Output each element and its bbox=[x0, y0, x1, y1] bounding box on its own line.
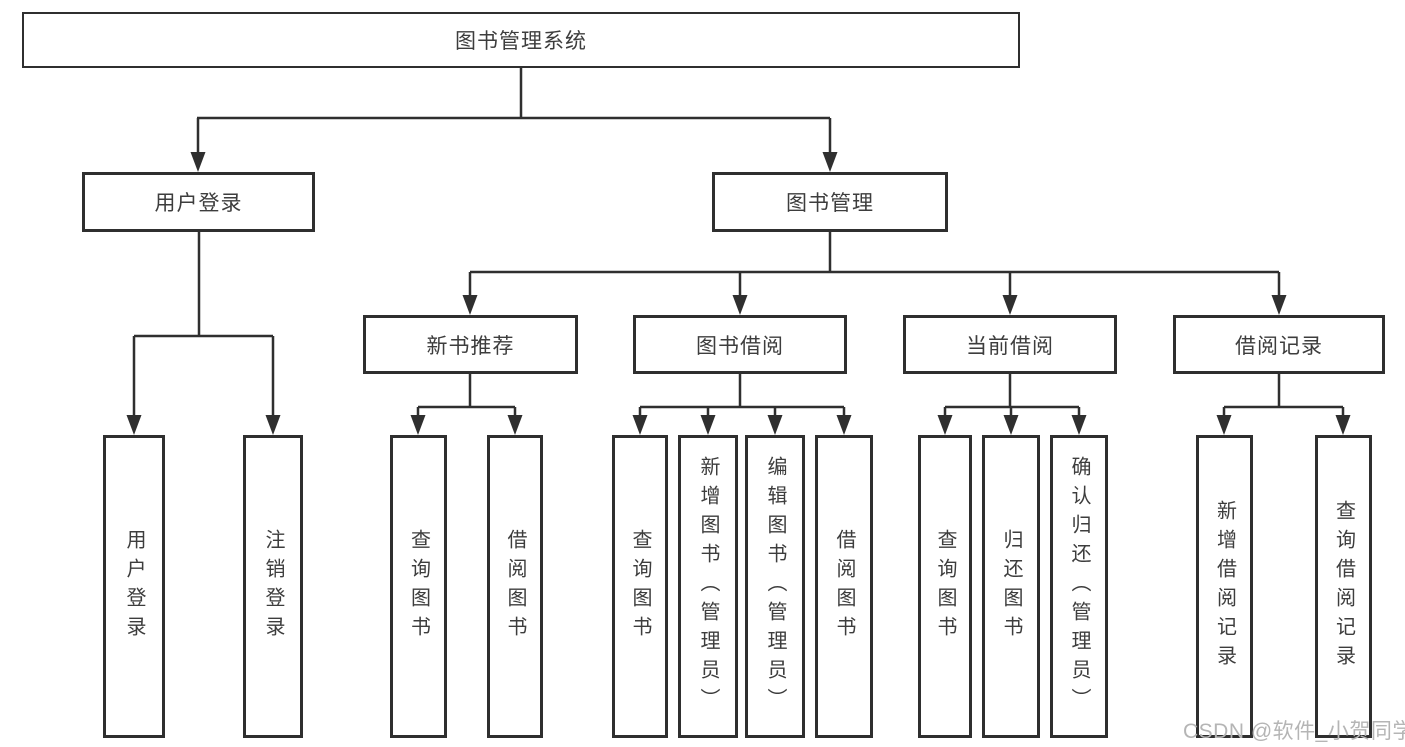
node-label: 图书借阅 bbox=[696, 334, 784, 358]
leaf-label: 查询图书 bbox=[629, 528, 651, 645]
leaf-label: 查询图书 bbox=[934, 528, 956, 645]
node-label: 用户登录 bbox=[154, 192, 243, 215]
node-book-borrowing: 图书借阅 bbox=[633, 315, 847, 374]
leaf-add-borrow-record: 新增借阅记录 bbox=[1196, 435, 1253, 738]
node-label: 当前借阅 bbox=[966, 334, 1054, 358]
node-label: 新书推荐 bbox=[426, 334, 515, 358]
leaf-add-books-admin: 新增图书（管理员） bbox=[678, 435, 738, 738]
leaf-confirm-return-admin: 确认归还（管理员） bbox=[1050, 435, 1108, 738]
leaf-query-borrow-record: 查询借阅记录 bbox=[1315, 435, 1372, 738]
leaf-edit-books-admin: 编辑图书（管理员） bbox=[745, 435, 805, 738]
leaf-query-books-3: 查询图书 bbox=[918, 435, 972, 738]
node-book-management-branch: 图书管理 bbox=[712, 172, 948, 232]
node-label: 图书管理系统 bbox=[455, 30, 587, 53]
node-label: 图书管理 bbox=[786, 192, 874, 215]
leaf-query-books-1: 查询图书 bbox=[390, 435, 447, 738]
leaf-label: 编辑图书（管理员） bbox=[764, 456, 786, 717]
leaf-label: 借阅图书 bbox=[504, 528, 526, 645]
node-new-book-recommendation: 新书推荐 bbox=[363, 315, 578, 374]
leaf-label: 归还图书 bbox=[1000, 528, 1022, 645]
leaf-label: 注销登录 bbox=[262, 528, 284, 645]
node-borrowing-records: 借阅记录 bbox=[1173, 315, 1385, 374]
leaf-label: 确认归还（管理员） bbox=[1068, 456, 1090, 717]
leaf-label: 新增图书（管理员） bbox=[697, 456, 719, 717]
leaf-borrow-books-1: 借阅图书 bbox=[487, 435, 543, 738]
leaf-label: 查询图书 bbox=[407, 528, 430, 645]
node-root-library-system: 图书管理系统 bbox=[22, 12, 1020, 68]
leaf-label: 新增借阅记录 bbox=[1213, 499, 1236, 674]
node-label: 借阅记录 bbox=[1235, 334, 1323, 358]
node-user-login-branch: 用户登录 bbox=[82, 172, 315, 232]
leaf-borrow-books-2: 借阅图书 bbox=[815, 435, 873, 738]
node-current-borrowing: 当前借阅 bbox=[903, 315, 1117, 374]
leaf-return-books: 归还图书 bbox=[982, 435, 1040, 738]
leaf-label: 借阅图书 bbox=[833, 528, 855, 645]
leaf-query-books-2: 查询图书 bbox=[612, 435, 668, 738]
leaf-label: 用户登录 bbox=[123, 528, 145, 645]
csdn-watermark: CSDN @软件_小贺同学 bbox=[1183, 720, 1405, 743]
leaf-label: 查询借阅记录 bbox=[1332, 499, 1355, 674]
leaf-user-login: 用户登录 bbox=[103, 435, 165, 738]
arrowheads bbox=[126, 152, 1351, 435]
leaf-logout: 注销登录 bbox=[243, 435, 303, 738]
